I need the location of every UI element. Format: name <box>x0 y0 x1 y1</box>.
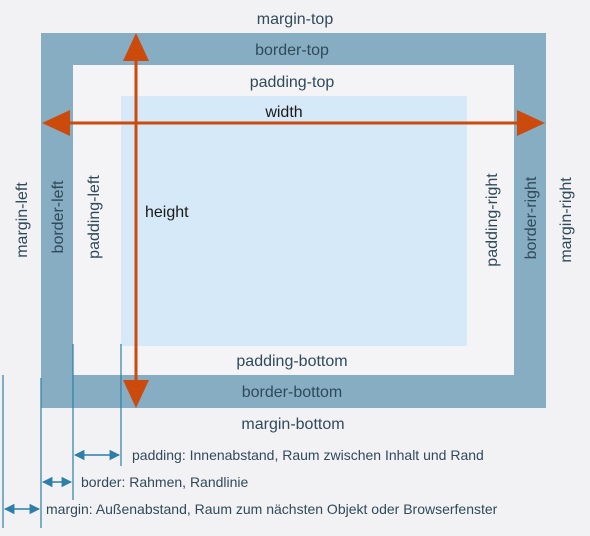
border-left-label: border-left <box>50 180 67 253</box>
width-arrow <box>42 110 545 136</box>
border-bottom-label: border-bottom <box>242 384 343 401</box>
padding-left-label: padding-left <box>86 175 103 259</box>
legend-padding: padding: Innenabstand, Raum zwischen Inh… <box>132 447 484 463</box>
padding-right-label: padding-right <box>484 173 501 267</box>
border-right-label: border-right <box>523 176 540 259</box>
height-arrow <box>123 33 149 408</box>
padding-bottom-label: padding-bottom <box>236 353 347 370</box>
legend-guides <box>2 344 122 528</box>
height-label: height <box>145 204 189 221</box>
margin-bottom-label: margin-bottom <box>241 416 344 433</box>
margin-top-label: margin-top <box>257 11 334 28</box>
margin-left-label: margin-left <box>14 182 31 258</box>
padding-top-label: padding-top <box>250 74 335 91</box>
width-label: width <box>264 104 302 121</box>
legend-margin: margin: Außenabstand, Raum zum nächsten … <box>46 501 498 517</box>
legend-border: border: Rahmen, Randlinie <box>81 474 249 490</box>
margin-right-label: margin-right <box>558 177 575 263</box>
border-top-label: border-top <box>255 42 329 59</box>
content-area <box>121 96 467 346</box>
